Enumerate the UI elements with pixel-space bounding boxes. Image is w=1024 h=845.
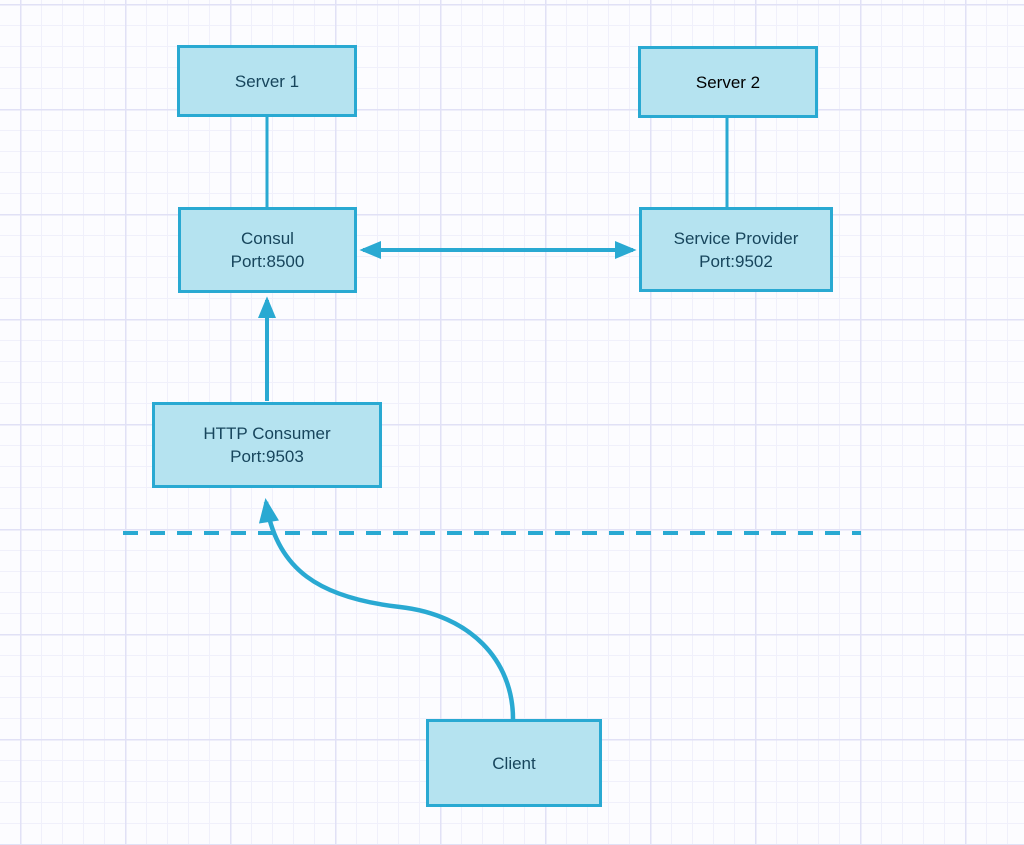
node-service-provider-port: Port:9502 xyxy=(699,251,773,271)
node-client[interactable]: Client xyxy=(426,719,602,807)
node-http-consumer-name: HTTP Consumer xyxy=(203,424,331,443)
node-consul[interactable]: Consul Port:8500 xyxy=(178,207,357,293)
node-server-2-label: Server 2 xyxy=(695,72,761,92)
node-server-1-label: Server 1 xyxy=(234,71,300,91)
node-consul-port: Port:8500 xyxy=(230,252,305,271)
node-http-consumer[interactable]: HTTP Consumer Port:9503 xyxy=(152,402,382,488)
node-service-provider-name: Service Provider xyxy=(673,228,799,248)
node-http-consumer-port: Port:9503 xyxy=(230,447,304,466)
node-client-label: Client xyxy=(492,753,536,773)
node-consul-name: Consul xyxy=(241,229,294,248)
node-service-provider[interactable]: Service Provider Port:9502 xyxy=(639,207,833,292)
node-server-1[interactable]: Server 1 xyxy=(177,45,357,117)
edge-client-to-http-consumer-curve xyxy=(258,497,516,720)
node-server-2[interactable]: Server 2 xyxy=(638,46,818,118)
